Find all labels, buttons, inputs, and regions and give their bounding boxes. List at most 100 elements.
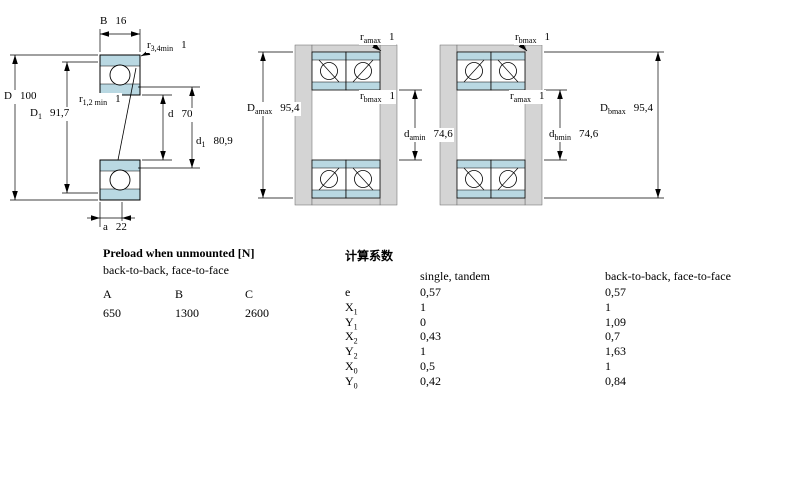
factor-value-paired: 1,63: [605, 344, 626, 358]
factor-label: Y0: [345, 374, 358, 391]
mounting-arrangement-1: [294, 44, 398, 206]
dim-label-Damax: Damax 95,4: [246, 102, 301, 117]
dim-label-B: B 16: [99, 15, 128, 30]
dim-symbol: d: [549, 128, 555, 140]
mounting-arrangement-2: [439, 44, 543, 206]
dim-value: 22: [115, 221, 127, 233]
preload-col-header: B: [175, 287, 184, 301]
factors-title: 计算系数: [345, 249, 394, 263]
dim-symbol: D: [4, 90, 12, 102]
calculation-factors-section: 计算系数 single, tandem back-to-back, face-t…: [345, 250, 765, 400]
preload-col-header: C: [245, 287, 254, 301]
dimension-lines-arrangement-2: [518, 42, 664, 199]
bearing-cross-section: [99, 54, 141, 201]
preload-value: 650: [103, 306, 121, 320]
dim-symbol: D: [600, 102, 608, 114]
dim-label-damin: damin 74,6: [403, 128, 454, 143]
dim-symbol: r: [360, 90, 364, 102]
dim-value: 1: [389, 90, 395, 102]
factor-value-single: 0,43: [420, 329, 441, 343]
dim-value: 1: [181, 39, 187, 51]
factors-col-single: single, tandem: [420, 269, 490, 283]
dim-value: 70: [181, 108, 193, 120]
dim-subscript: amin: [409, 133, 426, 143]
dim-symbol: d: [196, 135, 202, 147]
factor-label: X0: [345, 359, 358, 376]
dim-subscript: 3,4min: [150, 44, 174, 54]
dim-label-ramax-1: ramax 1: [359, 31, 396, 46]
dim-value: 74,6: [578, 128, 599, 140]
preload-value: 2600: [245, 306, 269, 320]
dim-subscript: 1: [201, 140, 206, 150]
dim-symbol: d: [168, 108, 174, 120]
factor-value-single: 1: [420, 300, 426, 314]
preload-title: Preload when unmounted [N]: [103, 246, 255, 260]
dim-subscript: bmin: [554, 133, 571, 143]
factor-value-single: 0: [420, 315, 426, 329]
dim-symbol: r: [360, 31, 364, 43]
dim-value: 74,6: [433, 128, 453, 140]
factor-value-single: 0,42: [420, 374, 441, 388]
dim-symbol: B: [100, 15, 108, 27]
dim-value: 16: [115, 15, 127, 27]
factor-value-paired: 0,57: [605, 285, 626, 299]
dim-symbol: d: [404, 128, 410, 140]
dim-subscript: 1,2 min: [82, 98, 108, 108]
dim-subscript: amax: [254, 107, 273, 117]
dim-symbol: D: [30, 107, 38, 119]
dim-subscript: bmax: [363, 95, 382, 105]
dim-subscript: 1: [37, 112, 42, 122]
factor-value-paired: 0,7: [605, 329, 620, 343]
dim-subscript: amax: [513, 95, 531, 105]
factor-label: Y2: [345, 344, 358, 361]
dim-label-d: d 70: [167, 108, 194, 123]
dim-value: 95,4: [633, 102, 653, 114]
technical-drawing: [10, 29, 664, 227]
dim-value: 95,4: [280, 102, 300, 114]
dim-label-d1: d1 80,9: [195, 135, 234, 150]
dim-value: 1: [539, 90, 545, 102]
dim-value: 1: [544, 31, 550, 43]
dim-value: 1: [389, 31, 395, 43]
dim-value: 1: [115, 93, 121, 105]
preload-col-header: A: [103, 287, 112, 301]
factor-value-paired: 1: [605, 359, 611, 373]
factor-value-single: 0,5: [420, 359, 435, 373]
factor-value-single: 1: [420, 344, 426, 358]
factor-label: e: [345, 285, 351, 299]
dim-symbol: r: [515, 31, 519, 43]
dim-subscript: amax: [363, 36, 381, 46]
dim-label-r12: r1,2 min 1: [78, 93, 122, 108]
dim-subscript: bmax: [518, 36, 537, 46]
dim-label-ramax-2: ramax 1: [509, 90, 546, 105]
preload-value: 1300: [175, 306, 199, 320]
factor-value-paired: 1: [605, 300, 611, 314]
dim-value: 91,7: [49, 107, 70, 119]
dim-subscript: bmax: [607, 107, 626, 117]
factor-value-paired: 0,84: [605, 374, 626, 388]
dim-symbol: D: [247, 102, 255, 114]
dim-label-r34: r3,4min 1: [146, 39, 188, 54]
dim-label-a: a 22: [102, 221, 128, 236]
factor-value-single: 0,57: [420, 285, 441, 299]
preload-subtitle: back-to-back, face-to-face: [103, 263, 229, 277]
dim-label-dbmin: dbmin 74,6: [548, 128, 600, 143]
dim-label-D1: D1 91,7: [29, 107, 71, 122]
dim-label-Dbmax: Dbmax 95,4: [599, 102, 654, 117]
factor-label: X1: [345, 300, 358, 317]
dim-label-rbmax-2: rbmax 1: [514, 31, 551, 46]
factor-label: Y1: [345, 315, 358, 332]
dim-symbol: r: [79, 93, 83, 105]
dimension-lines-arrangement-1: [258, 43, 422, 199]
dim-label-D: D 100: [3, 90, 38, 105]
preload-section: Preload when unmounted [N] back-to-back,…: [103, 247, 323, 327]
factor-value-paired: 1,09: [605, 315, 626, 329]
dim-symbol: r: [510, 90, 514, 102]
factors-col-paired: back-to-back, face-to-face: [605, 269, 731, 283]
dim-symbol: a: [103, 221, 108, 233]
dim-symbol: r: [147, 39, 151, 51]
factor-label: X2: [345, 329, 358, 346]
dim-value: 100: [19, 90, 37, 102]
dim-value: 80,9: [213, 135, 233, 147]
